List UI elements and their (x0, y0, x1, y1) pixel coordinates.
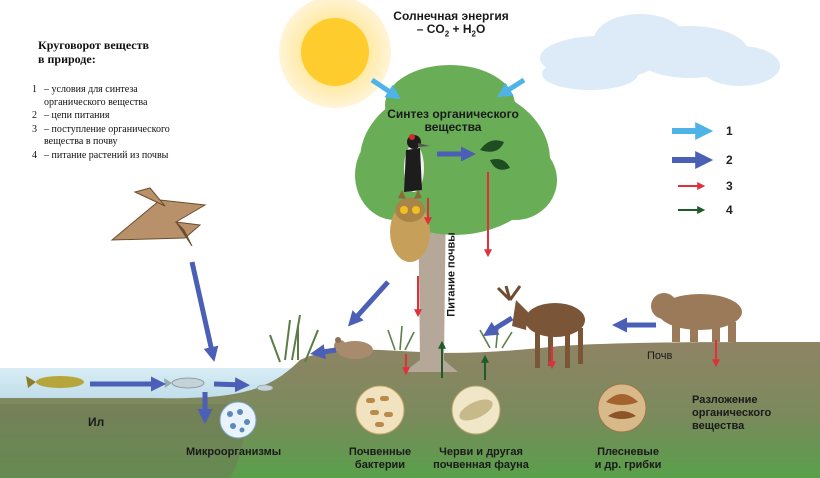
legend-item: 1 – условия для синтеза органического вещ… (32, 84, 209, 109)
sun (279, 0, 391, 108)
soil-nutrition-label: Питание почвы (445, 232, 458, 317)
molds-label: Плесневые и др. грибки (594, 446, 662, 471)
hawk-icon (110, 187, 207, 247)
owl-icon (390, 190, 430, 262)
reeds-icon (269, 314, 319, 363)
arrow-key (672, 122, 714, 214)
co2-prefix: – CO (416, 22, 445, 36)
legend-item-number: 3 (32, 123, 37, 135)
cloud (540, 14, 780, 90)
solar-energy-line1: Солнечная энергия (393, 9, 509, 23)
key-number-2: 2 (726, 153, 733, 167)
legend-item-text: – поступление органического вещества в п… (44, 123, 170, 148)
tiny-fish-icon (256, 384, 274, 392)
key-number-1: 1 (726, 124, 733, 138)
legend-title: Круговорот веществ в природе: (38, 38, 149, 66)
legend-item: 2 – цепи питания (32, 110, 209, 123)
key-number-4: 4 (726, 203, 733, 217)
solar-energy-line2: – CO2 + H2O (386, 23, 516, 40)
legend-item: 4 – питание растений из почвы (32, 150, 209, 163)
leaves-icon (480, 140, 510, 170)
legend-item-text: – условия для синтеза органического веще… (44, 84, 148, 108)
key-number-3: 3 (726, 179, 733, 193)
legend-item-number: 1 (32, 84, 37, 95)
h2o-subscript: 2 (471, 29, 476, 39)
legend-item-number: 2 (32, 110, 37, 121)
small-fish-icon (164, 377, 205, 389)
worm-icon (451, 385, 501, 435)
legend-item: 3 – поступление органического вещества в … (32, 124, 209, 149)
co2-subscript: 2 (444, 29, 450, 39)
soil-nutrition-arrows (438, 340, 489, 380)
soil-bacteria-label: Почвенные бактерии (348, 446, 412, 471)
pike-icon (26, 376, 84, 388)
worms-label: Черви и другая почвенная фауна (433, 446, 529, 471)
legend-item-text: – питание растений из почвы (44, 149, 169, 161)
woodpecker-icon (404, 134, 430, 192)
solar-energy-label: Солнечная энергия – CO2 + H2O (386, 10, 516, 40)
energy-arrows (370, 77, 526, 100)
microorganisms-label: Микроорганизмы (186, 446, 282, 458)
silt-label: Ил (88, 415, 105, 429)
microorganisms-icon (219, 401, 257, 439)
h2o-suffix: O (475, 22, 486, 36)
legend-item-number: 4 (32, 149, 37, 161)
fungi-icon (597, 383, 647, 433)
tree-trunk (404, 190, 458, 372)
legend-list: 1 – условия для синтеза органического вещ… (32, 84, 209, 163)
bear-icon (651, 293, 742, 342)
decomposition-label: Разложение органического вещества (692, 394, 772, 432)
elk-icon (496, 285, 585, 368)
bacteria-icon (355, 385, 405, 435)
silt-layer (0, 404, 245, 478)
h2o-prefix: + H (449, 22, 472, 36)
soil-label: Почв (647, 350, 673, 362)
synthesis-label: Синтез органического вещества (387, 107, 519, 134)
organic-arrows (402, 172, 720, 376)
legend-item-text: – цепи питания (44, 110, 110, 121)
mouse-icon (334, 337, 373, 359)
food-chain-arrows (90, 146, 656, 424)
